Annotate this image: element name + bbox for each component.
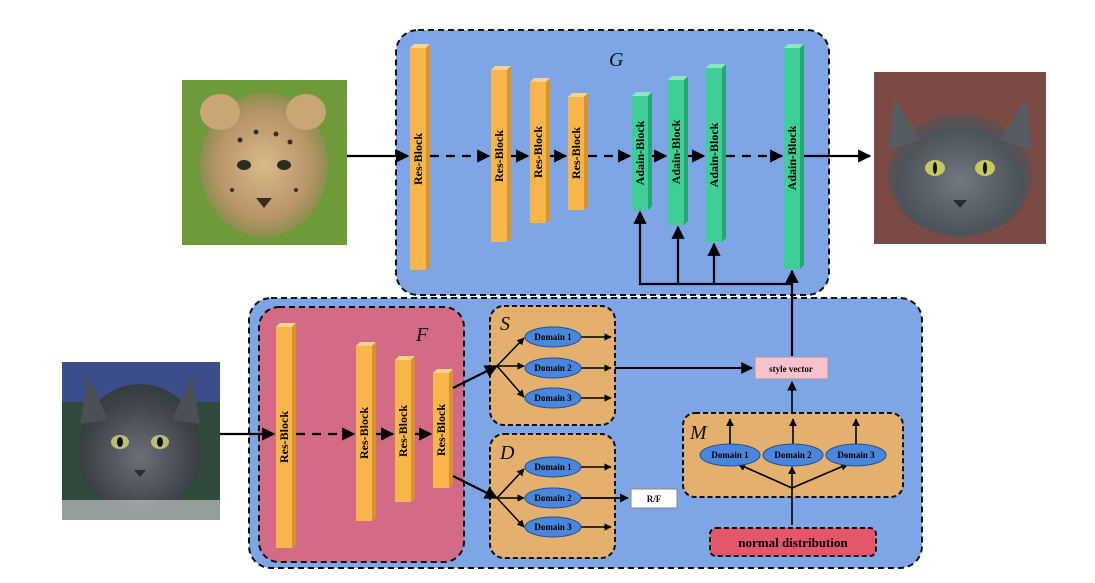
svg-text:R/F: R/F [647,494,662,504]
encoder-arrows [220,365,499,499]
mapping-arrows [726,381,860,525]
s-domain-2: Domain 2 [524,357,582,379]
mapping-label: M [689,422,708,444]
svg-text:Adain-Block: Adain-Block [633,120,647,185]
svg-text:Domain 2: Domain 2 [534,363,572,373]
generator-label: G [609,49,624,71]
normal-distribution-box: normal distribution [709,527,877,557]
m-domain-3: Domain 3 [825,443,887,467]
svg-text:Res-Block: Res-Block [492,130,506,182]
svg-text:Res-Block: Res-Block [396,405,410,457]
svg-text:Domain 3: Domain 3 [534,393,572,403]
style-vector-box: style vector [754,356,829,380]
svg-text:Adain-Block: Adain-Block [707,122,721,187]
enc-res-block-2: Res-Block [356,342,376,521]
enc-res-block-3: Res-Block [395,356,415,502]
discriminator-fanout [496,463,612,531]
enc-res-block-1: Res-Block [276,323,296,548]
cat-reference-image [62,362,220,520]
encoder-label: F [415,324,429,346]
svg-text:Res-Block: Res-Block [411,133,425,185]
cheetah-input-image [182,80,347,245]
s-domain-3: Domain 3 [524,387,582,409]
m-domain-2: Domain 2 [762,443,824,467]
style-encoder-label: S [500,313,510,335]
enc-res-block-4: Res-Block [433,369,453,488]
d-domain-1: Domain 1 [524,456,582,478]
svg-text:Domain 1: Domain 1 [534,332,572,342]
rf-output: R/F [581,488,678,509]
gen-res-block-4: Res-Block [568,93,588,210]
svg-text:Domain 1: Domain 1 [534,462,572,472]
svg-text:Adain-Block: Adain-Block [669,119,683,184]
svg-text:Domain 1: Domain 1 [711,450,749,460]
svg-text:style vector: style vector [769,364,813,374]
svg-text:Res-Block: Res-Block [531,126,545,178]
gen-adain-block-3: Adain-Block [706,64,726,242]
svg-text:Res-Block: Res-Block [569,127,583,179]
svg-text:Domain 3: Domain 3 [534,522,572,532]
gen-adain-block-4: Adain-Block [784,44,804,269]
gen-res-block-1: Res-Block [410,44,430,270]
gen-adain-block-1: Adain-Block [632,92,652,210]
gen-adain-block-2: Adain-Block [668,76,688,225]
svg-text:Domain 2: Domain 2 [774,450,812,460]
discriminator-label: D [499,442,515,464]
svg-text:Domain 2: Domain 2 [534,493,572,503]
generator-arrows [347,149,872,356]
svg-text:Adain-Block: Adain-Block [785,125,799,190]
svg-text:Domain 3: Domain 3 [837,450,875,460]
style-encoder-fanout [496,333,612,402]
d-domain-3: Domain 3 [524,516,582,538]
svg-text:Res-Block: Res-Block [434,404,448,456]
svg-text:Res-Block: Res-Block [357,407,371,459]
svg-text:normal distribution: normal distribution [738,535,848,550]
d-domain-2: Domain 2 [524,487,582,509]
gen-res-block-2: Res-Block [491,66,511,242]
s-domain-1: Domain 1 [524,326,582,348]
svg-text:Res-Block: Res-Block [277,411,291,463]
m-domain-1: Domain 1 [699,443,761,467]
cat-output-image [874,72,1046,244]
gen-res-block-3: Res-Block [530,78,550,223]
